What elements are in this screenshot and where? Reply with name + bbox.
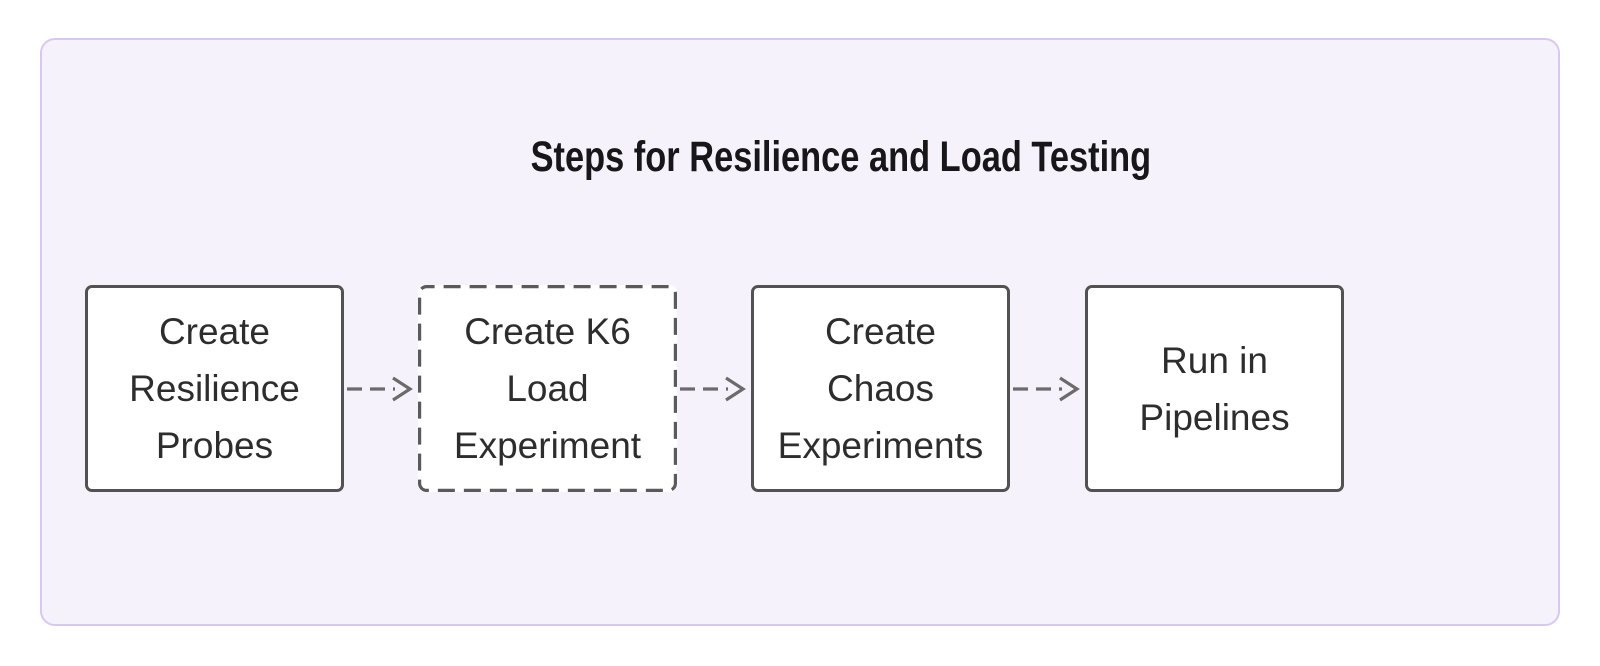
node-create-chaos-experiments: Create Chaos Experiments [751, 285, 1010, 492]
dashed-arrow-icon [347, 376, 413, 402]
arrow-connector-3 [1010, 374, 1085, 404]
arrow-connector-2 [677, 374, 751, 404]
arrow-connector-1 [344, 374, 418, 404]
node-create-k6-load-experiment: Create K6 Load Experiment [418, 285, 677, 492]
node-label: Create K6 Load Experiment [453, 311, 642, 466]
node-label: Create Chaos Experiments [777, 311, 984, 466]
node-label: Run in Pipelines [1139, 339, 1290, 438]
node-run-in-pipelines: Run in Pipelines [1085, 285, 1344, 492]
dashed-arrow-icon [1013, 376, 1080, 402]
node-create-resilience-probes: Create Resilience Probes [85, 285, 344, 492]
dashed-arrow-icon [680, 376, 746, 402]
node-label: Create Resilience Probes [129, 311, 300, 466]
